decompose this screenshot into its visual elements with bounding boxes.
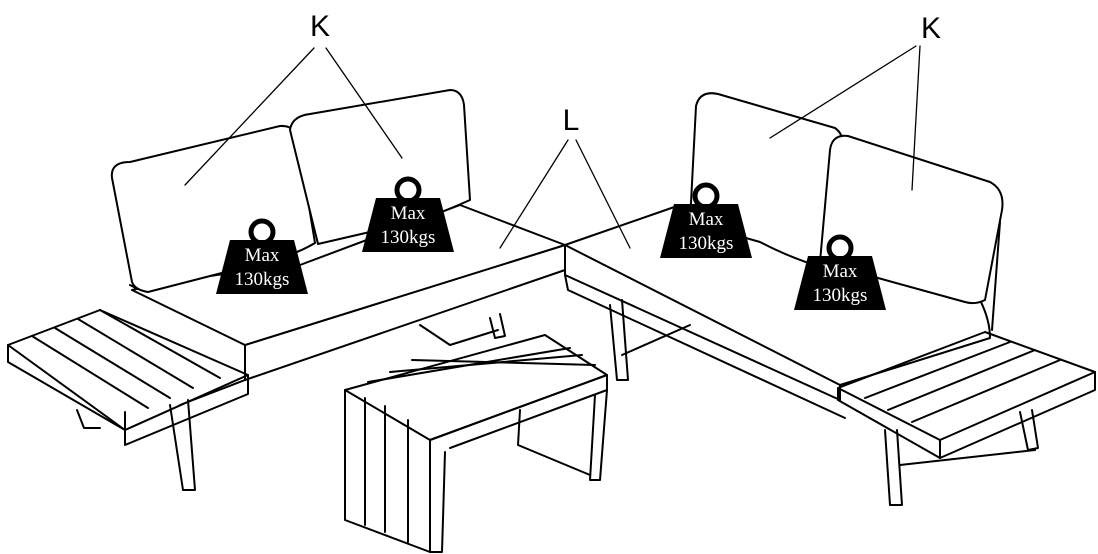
weight-label-line1: Max <box>391 203 426 224</box>
right-sofa-legs <box>609 299 1039 506</box>
weight-icon: Max 130kgs <box>660 182 752 258</box>
weight-label-line2: 130kgs <box>235 269 290 290</box>
callout-label-l: L <box>563 104 580 137</box>
callout-leaders <box>184 45 921 249</box>
coffee-table <box>344 334 608 553</box>
weight-label-line2: 130kgs <box>381 227 436 248</box>
right-side-table <box>837 331 1096 459</box>
weight-icon: Max 130kgs <box>216 218 308 294</box>
weight-label-line2: 130kgs <box>679 233 734 254</box>
weight-label-line1: Max <box>823 261 858 282</box>
callout-label-k-right: K <box>921 12 941 45</box>
weight-label-line1: Max <box>245 245 280 266</box>
weight-icon: Max 130kgs <box>362 176 454 252</box>
left-side-table <box>7 309 249 446</box>
weight-label-line1: Max <box>689 209 724 230</box>
weight-icon: Max 130kgs <box>794 234 886 310</box>
left-sofa-legs <box>76 313 506 491</box>
weight-label-line2: 130kgs <box>813 285 868 306</box>
right-seat-base <box>564 244 846 419</box>
callout-label-k-left: K <box>310 10 330 43</box>
